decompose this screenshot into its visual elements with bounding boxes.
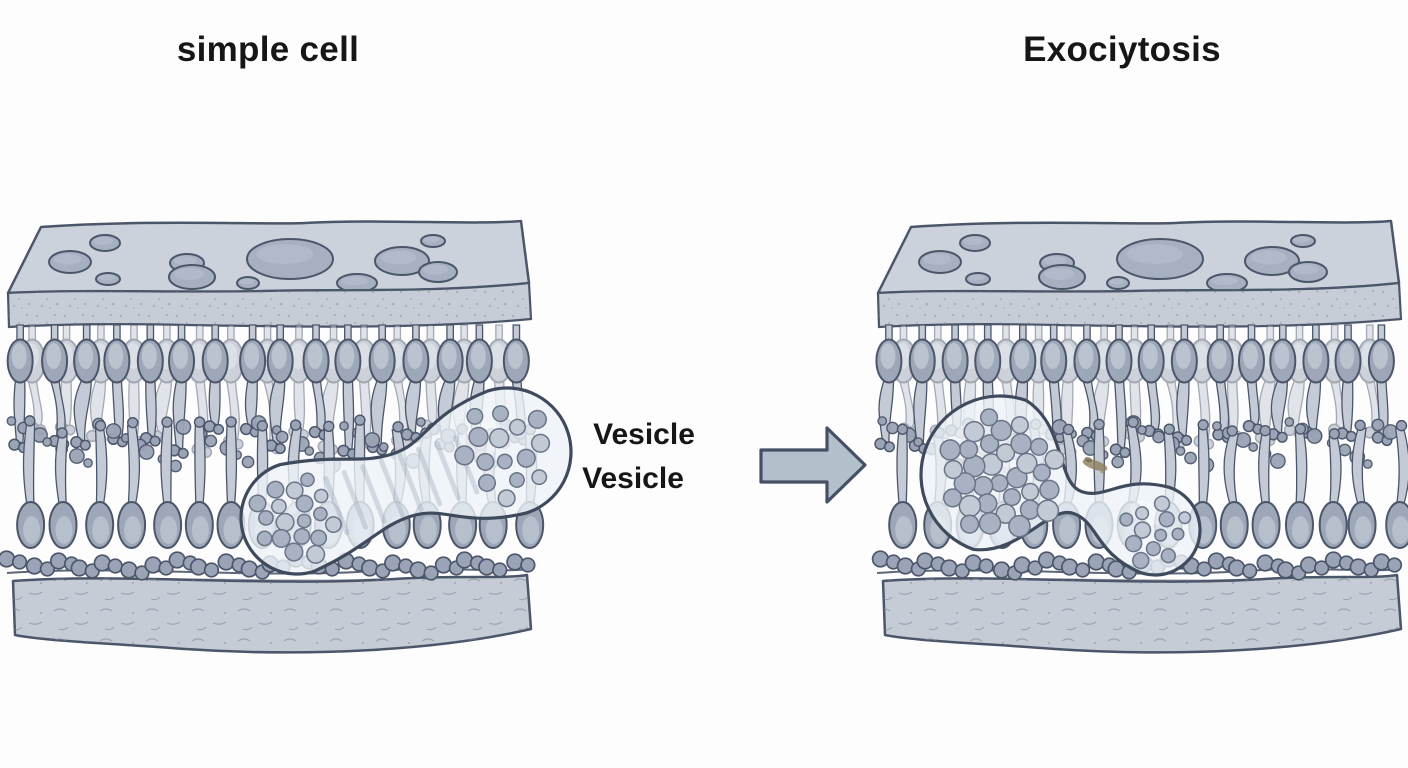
- left-membrane-figure: [0, 219, 573, 654]
- budding-vesicle: [919, 394, 1202, 577]
- fused-vesicle: [239, 386, 573, 576]
- right-panel-title: Exociytosis: [1023, 30, 1221, 69]
- vesicle-label-2: Vesicle: [582, 462, 684, 495]
- vesicle-label-1: Vesicle: [593, 418, 695, 451]
- left-panel-title: simple cell: [176, 30, 360, 69]
- debris-speck-icon: [1082, 456, 1108, 474]
- right-membrane-figure: [871, 219, 1408, 654]
- right-arrow-icon: [759, 426, 867, 504]
